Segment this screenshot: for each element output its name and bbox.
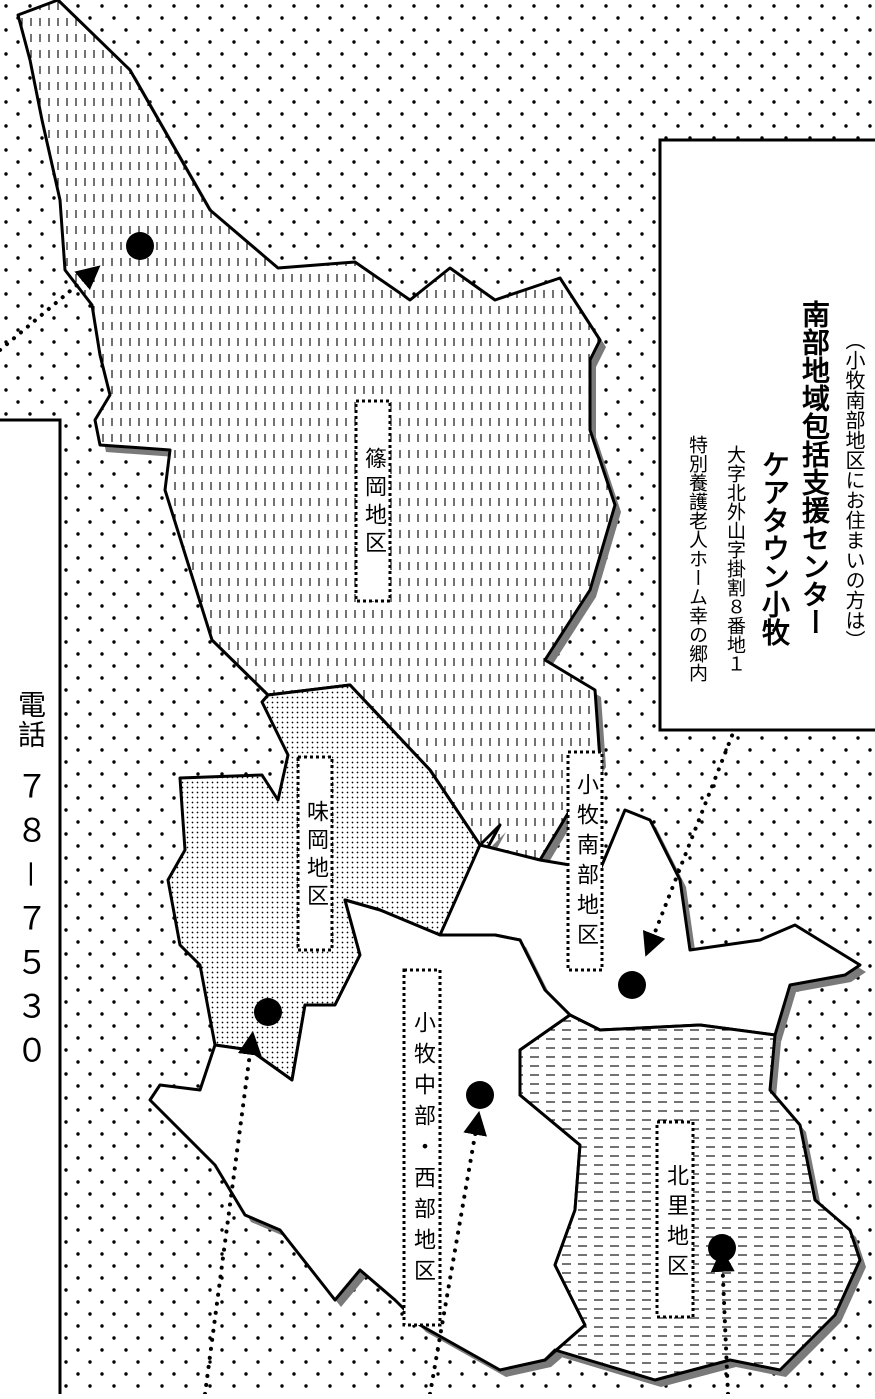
label-box-shinooka (354, 399, 392, 603)
phone-label: 電話 (14, 690, 47, 750)
district-label-shinooka: 篠岡地区 (361, 446, 386, 559)
center-subtitle: ケアタウン小牧 (758, 450, 791, 646)
leader-line-chubu-seibu (428, 1110, 487, 1396)
phone-info: 電話 ７８－７５３０ (8, 690, 52, 1395)
phone-box (0, 418, 62, 1399)
leader-line-nanbu (642, 708, 744, 957)
label-box-kitasato (655, 1120, 695, 1319)
leader-line-ajioka (203, 1030, 262, 1396)
center-callout: （小牧南部地区にお住まいの方は） 南部地域包括支援センター ケアタウン小牧 大字… (664, 150, 874, 725)
label-box-ajioka (296, 755, 334, 952)
leader-line-shinooka (0, 265, 101, 352)
facility-marker-ajioka (254, 998, 282, 1026)
region-shinooka (16, 0, 621, 867)
center-title: 南部地域包括支援センター (798, 300, 831, 636)
facility-marker-shinooka (126, 232, 154, 260)
district-label-ajioka: 味岡地区 (303, 800, 328, 912)
region-ajioka (166, 683, 506, 1087)
center-callout-box (658, 138, 875, 732)
district-label-komaki-chubu-seibu: 小牧中部・西部地区 (410, 1010, 435, 1290)
label-box-komaki-chubu-seibu (402, 968, 442, 1327)
district-label-komaki-nanbu: 小牧南部地区 (573, 772, 598, 953)
center-address: 大字北外山字掛割８番地１ (724, 445, 746, 673)
facility-marker-kitasato (708, 1234, 736, 1262)
facility-marker-chubu-seibu (466, 1081, 494, 1109)
phone-number: ７８－７５３０ (11, 770, 49, 1079)
center-note: （小牧南部地区にお住まいの方は） (842, 330, 866, 650)
label-box-komaki-nanbu (566, 750, 604, 972)
center-location: 特別養護老人ホーム幸の郷内 (686, 435, 708, 682)
district-label-kitasato: 北里地区 (663, 1164, 688, 1284)
facility-marker-nanbu (618, 971, 646, 999)
